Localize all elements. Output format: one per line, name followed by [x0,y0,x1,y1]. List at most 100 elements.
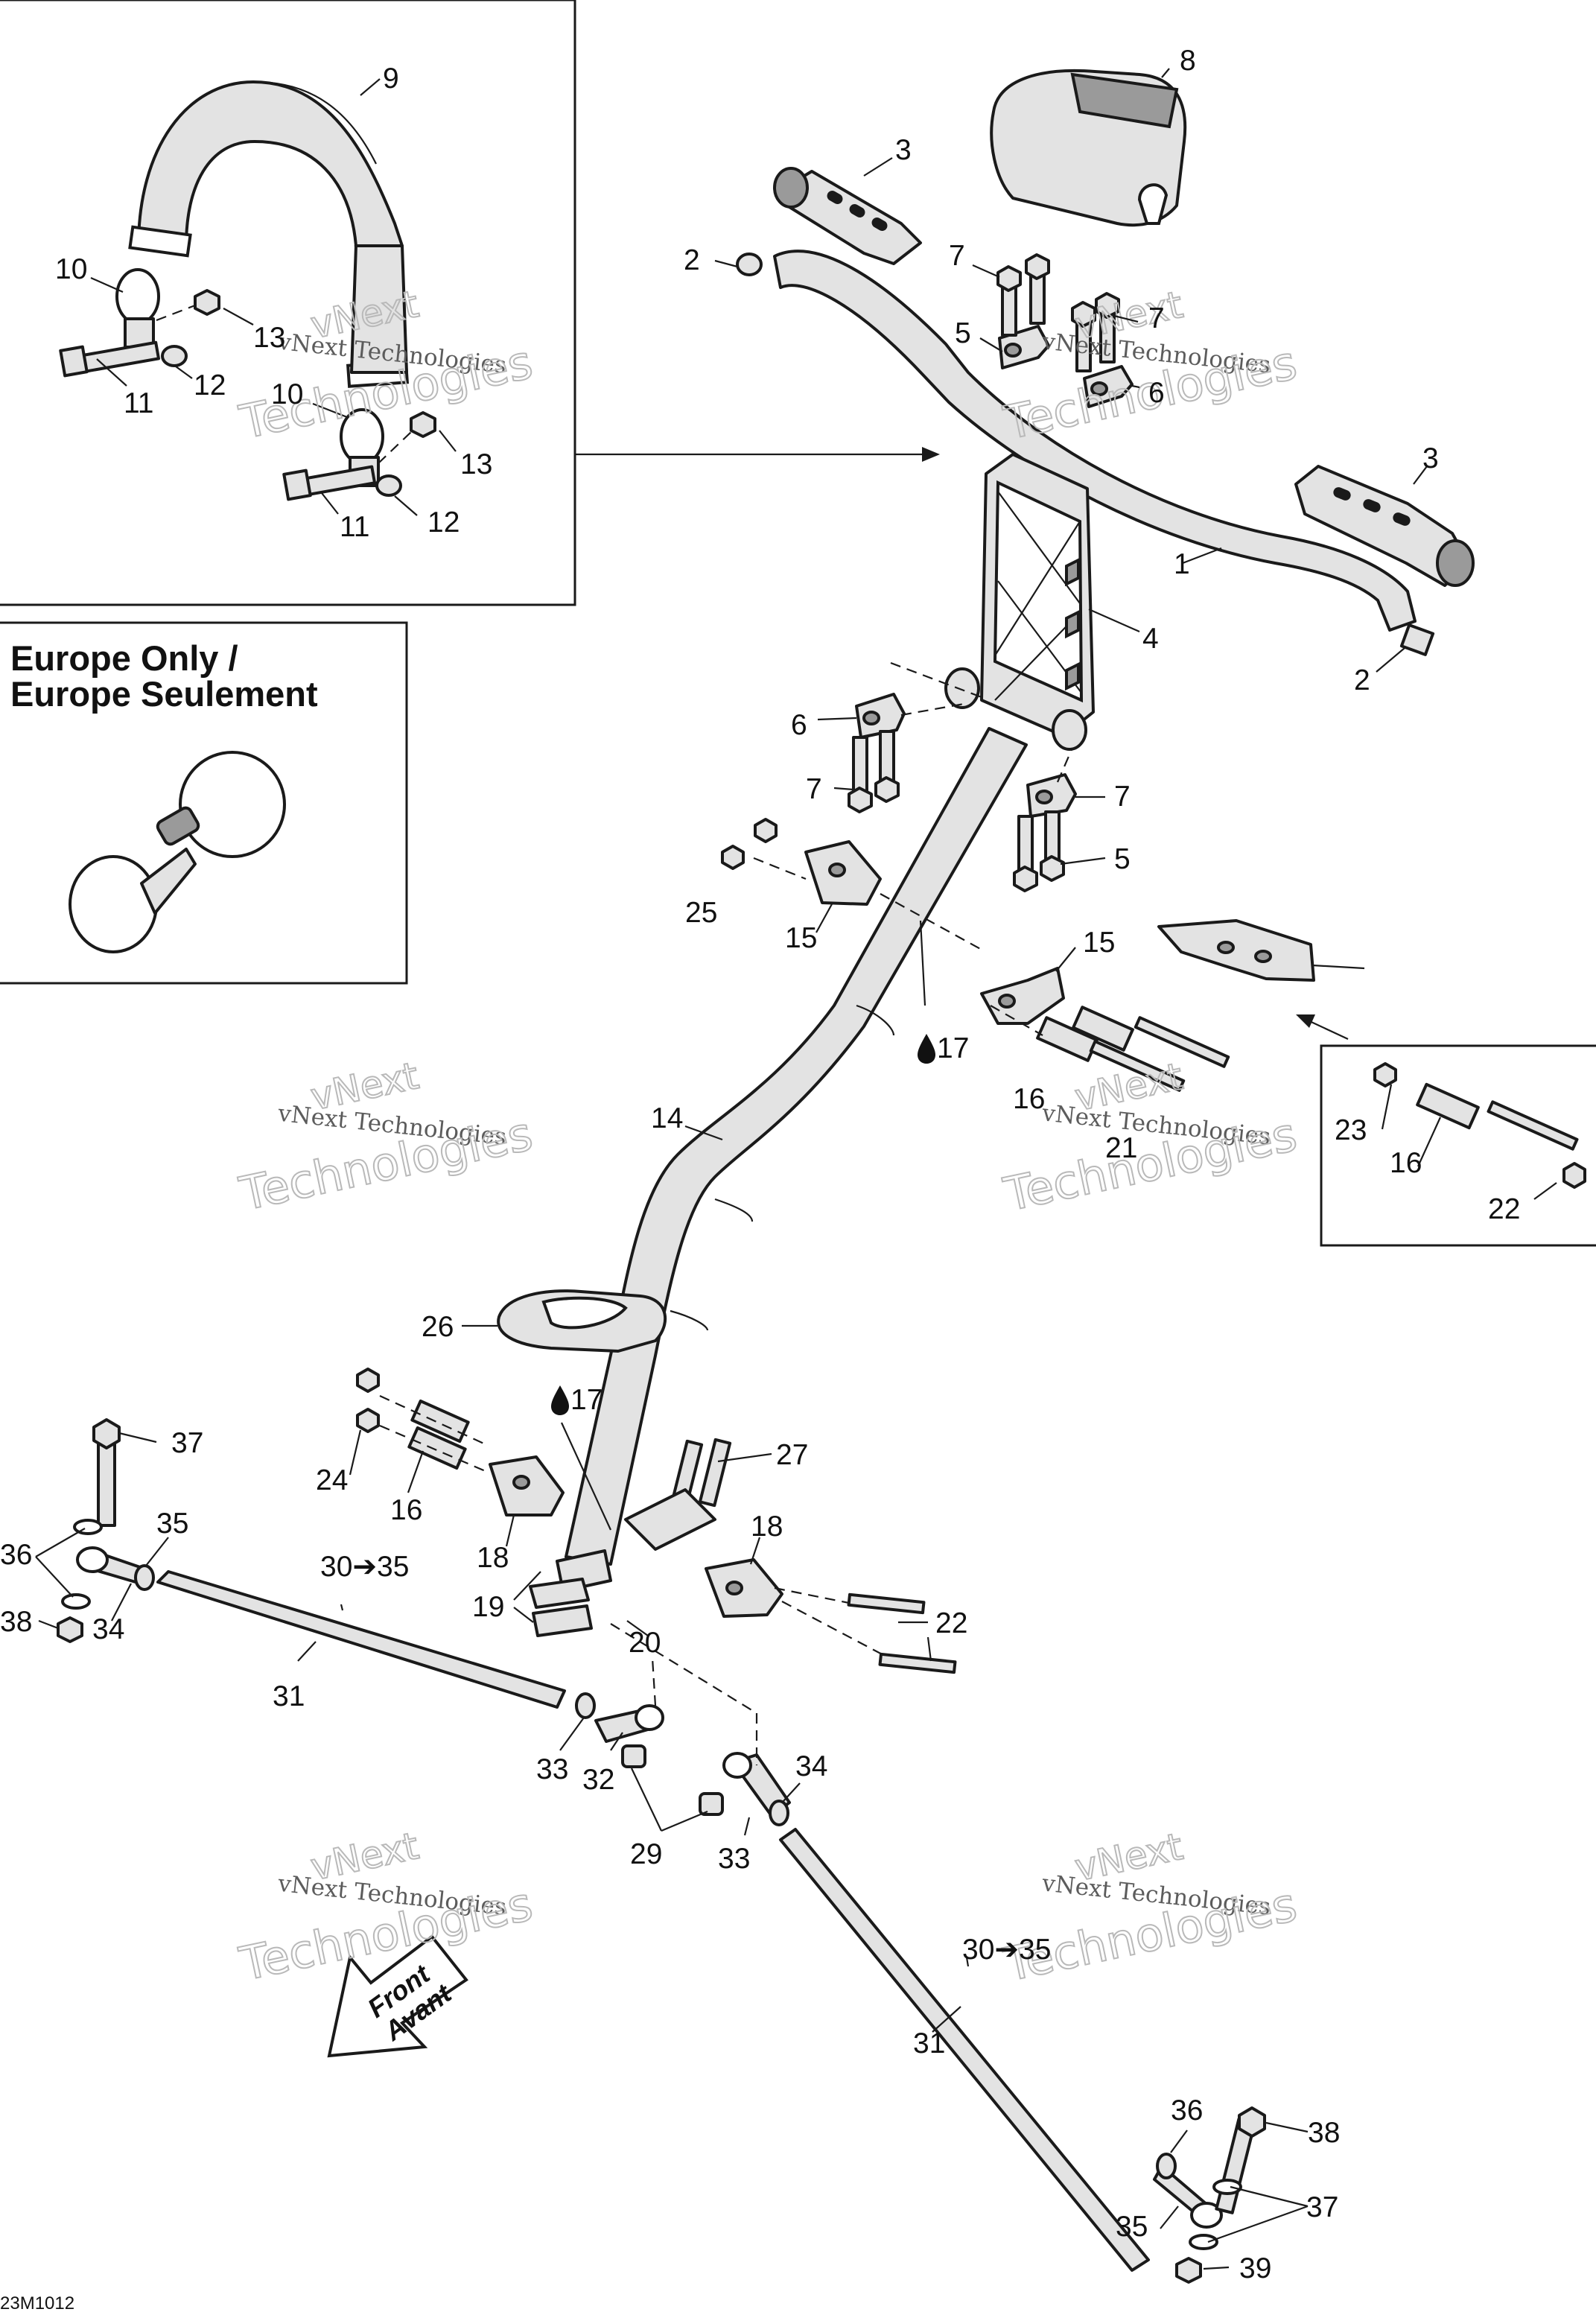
assembly-dashed-lines [379,661,1074,1765]
detail-box-top-left [0,0,576,606]
part-13-nuts [194,289,436,438]
part-4-riser [944,453,1095,751]
callout-16: 16 [1013,1083,1045,1115]
part-7-bolts [848,253,1120,892]
callout-12: 12 [427,506,460,539]
callout-18: 18 [751,1511,783,1543]
callout-21: 21 [1105,1132,1137,1164]
callout-26: 25 [685,897,717,929]
part-19-20-bearing [529,1488,716,1637]
callout-5: 6 [1148,377,1165,409]
watermark-4: vNext vNext Technologies Technologies [998,1054,1302,1223]
callout-16: 16 [390,1494,422,1526]
part-24-25-26-nuts [356,818,1397,1433]
callout-7: 7 [806,773,822,805]
callout-30-35: 30➔35 [320,1551,409,1583]
callout-22: 22 [935,1607,967,1639]
callout-37: 38 [1308,2117,1340,2149]
callout-4: 4 [1142,623,1159,655]
part-6-clamps-lower [855,693,1077,818]
part-31-tie-rod-right [779,1828,1150,2272]
callout-20: 20 [629,1627,661,1659]
watermark-6: vNext vNext Technologies Technologies [998,1824,1302,1993]
part-28-bolts [670,1438,732,1509]
callout-17: 17 [937,1032,969,1064]
part-15-upper-bushings [804,840,1065,1025]
callout-38: 39 [1239,2252,1271,2284]
callout-15: 15 [1083,927,1115,959]
callout-leaders [35,68,1557,2270]
callout-36: 37 [1306,2191,1338,2223]
part-5-clamps-top [998,325,1134,408]
callout-15: 15 [785,922,817,954]
watermark-5: vNext vNext Technologies Technologies [234,1823,538,1992]
detail-leaders [90,78,457,516]
callout-11: 11 [340,511,370,543]
part-3-grip-left [773,167,922,265]
callout-31: 31 [913,2027,945,2059]
watermark-1: vNext vNext Technologies Technologies [234,282,538,451]
drawing-code: 23M1012 [0,2293,74,2312]
europe-only-heading-2: Europe Seulement [10,674,318,714]
callout-11: 11 [124,387,154,419]
callout-16: 16 [1390,1147,1422,1179]
callout-7: 7 [1148,302,1165,334]
callout-29: 29 [630,1838,662,1870]
callout-10: 10 [55,253,87,285]
europe-only-box [0,621,408,985]
callout-24: 23 [1335,1114,1367,1146]
callout-30-35: 30➔35 [962,1934,1051,1966]
callout-31: 31 [273,1680,305,1712]
callout-13: 13 [253,322,285,354]
callout-34: 34 [92,1613,124,1645]
callout-38: 38 [0,1606,32,1638]
callout-7: 5 [1114,843,1131,875]
callout-3: 3 [1422,442,1439,474]
part-31-tie-rod-left [156,1570,566,1709]
callout-labels: 9 10 13 12 11 10 13 12 11 8 3 7 2 5 7 6 … [0,45,1520,2284]
part-21-22-23-bolts [847,1016,1586,1674]
box-pointer-arrow [575,447,1349,1040]
part-3-grip-right [1294,465,1475,587]
detail-box-right [1320,1044,1596,1247]
part-35-36-37-38-hardware [57,1418,1266,2284]
callout-9: 9 [383,63,399,95]
callout-36: 36 [0,1539,32,1571]
callout-34: 35 [1116,2211,1148,2243]
callout-2: 2 [684,244,700,276]
callout-25: 24 [316,1464,348,1496]
drop-icon [551,1034,935,1415]
part-9-strap [128,80,410,388]
callout-32: 33 [718,1843,750,1875]
callout-10: 10 [271,378,303,410]
part-27-cover [497,1289,667,1353]
callout-7: 7 [949,240,965,272]
part-34-ball-joints [76,1546,1223,2229]
part-29-spacers [621,1744,724,1816]
part-12-spacers [161,345,402,497]
part-18-lower-bushings [489,1455,783,1618]
callout-37: 37 [171,1427,203,1459]
callout-32: 32 [582,1764,614,1796]
callout-23: 22 [1488,1193,1520,1225]
callout-14: 14 [651,1102,683,1134]
watermark-3: vNext vNext Technologies Technologies [234,1053,538,1222]
callout-1: 1 [1174,548,1190,580]
callout-6: 7 [1114,781,1131,813]
callout-19: 19 [472,1591,504,1623]
callout-3: 3 [895,134,912,166]
callout-35: 35 [156,1508,188,1540]
callout-35: 36 [1171,2095,1203,2127]
callout-33: 33 [536,1753,568,1785]
part-39-plate [1157,919,1315,982]
part-33-nuts [575,1692,789,1826]
part-40-horn [69,751,286,953]
callout-5: 5 [955,317,971,349]
part-11-bolts [59,340,377,501]
callout-27: 26 [422,1311,454,1343]
callout-2: 2 [1354,664,1370,696]
callout-6: 6 [791,709,807,741]
callout-17: 17 [570,1384,603,1416]
callout-28: 27 [776,1439,808,1471]
